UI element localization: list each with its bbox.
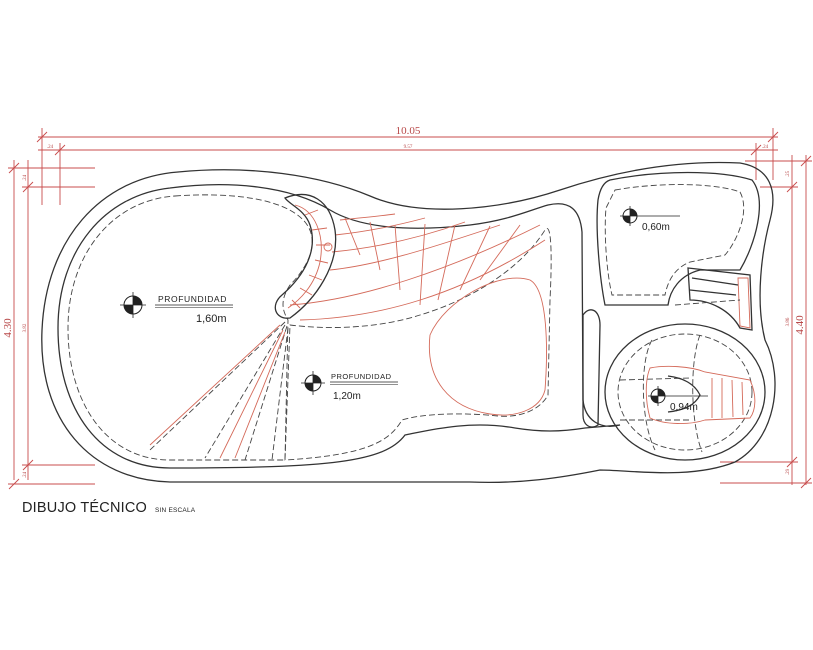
depth-marker-mid: PROFUNDIDAD 1,20m (301, 371, 398, 402)
top-dimensions: 10.05 9.57 .24 .24 (36, 125, 779, 205)
depth-marker-upper-right: 0,60m (620, 206, 680, 233)
left-dimensions: 4.30 3.82 .24 .24 (2, 160, 95, 490)
left-upper-margin-label: .24 (23, 174, 28, 181)
corner-step-block (274, 193, 337, 319)
pool-outer-outline (41, 161, 776, 484)
depth-round-value: 0,94m (670, 402, 698, 413)
depth-deep-value: 1,60m (196, 313, 227, 325)
left-height-label: 4.30 (2, 318, 14, 338)
inner-length-label: 9.57 (404, 145, 413, 150)
right-dimensions: 4.40 3.86 .25 .29 (720, 155, 812, 489)
depth-deep-heading: PROFUNDIDAD (158, 294, 227, 304)
right-inner-height-label: 3.86 (786, 317, 791, 326)
right-lower-margin-label: .29 (786, 468, 791, 475)
depth-marker-round: 0,94m (648, 386, 708, 413)
depth-mid-heading: PROFUNDIDAD (331, 372, 392, 381)
total-length-label: 10.05 (396, 125, 421, 137)
right-upper-margin-label: .25 (786, 170, 791, 177)
top-left-margin-label: .24 (47, 145, 54, 150)
left-inner-height-label: 3.82 (23, 323, 28, 332)
round-basin-steps (645, 365, 756, 424)
right-height-label: 4.40 (794, 315, 806, 335)
drawing-title-scale: SIN ESCALA (155, 507, 196, 514)
curved-steps (289, 213, 546, 321)
drawing-title: DIBUJO TÉCNICO SIN ESCALA (22, 500, 195, 516)
depth-marker-deep: PROFUNDIDAD 1,60m (120, 292, 233, 325)
channel-divider (582, 309, 601, 428)
left-lower-margin-label: .24 (23, 471, 28, 478)
connector-steps (674, 267, 753, 331)
drawing-title-main: DIBUJO TÉCNICO (22, 500, 147, 516)
radial-steps (149, 321, 289, 461)
round-basin (604, 323, 766, 461)
depth-mid-value: 1,20m (333, 391, 361, 402)
depth-upper-right-value: 0,60m (642, 222, 670, 233)
upper-right-basin-outer (596, 171, 760, 306)
upper-right-basin-dashed (604, 184, 745, 296)
deep-basin-dashed (67, 194, 313, 461)
mid-basin-dashed (284, 228, 552, 461)
pool-inner-outline (57, 184, 621, 469)
lounge-shelf (428, 277, 547, 416)
top-right-margin-label: .24 (762, 145, 769, 150)
